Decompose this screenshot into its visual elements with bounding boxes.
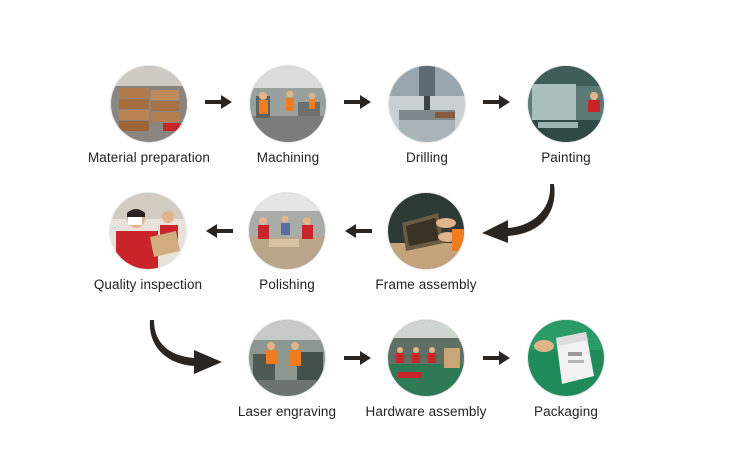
step-label: Polishing	[259, 277, 315, 292]
quality-inspection-photo	[110, 193, 186, 269]
step-hardware-assembly: Hardware assembly	[351, 320, 501, 419]
step-material-preparation: Material preparation	[74, 66, 224, 165]
arrow-right-icon	[483, 351, 510, 365]
drilling-photo	[389, 66, 465, 142]
material-preparation-photo	[111, 66, 187, 142]
step-laser-engraving: Laser engraving	[212, 320, 362, 419]
curved-arrow-down-right-icon	[149, 320, 222, 374]
laser-engraving-photo	[249, 320, 325, 396]
arrow-right-icon	[344, 351, 371, 365]
arrow-right-icon	[483, 95, 510, 109]
painting-photo	[528, 66, 604, 142]
step-label: Hardware assembly	[365, 404, 487, 419]
arrow-right-icon	[344, 95, 371, 109]
step-drilling: Drilling	[352, 66, 502, 165]
step-label: Machining	[256, 150, 320, 165]
step-label: Painting	[541, 150, 591, 165]
frame-assembly-photo	[388, 193, 464, 269]
step-label: Quality inspection	[93, 277, 203, 292]
hardware-assembly-photo	[388, 320, 464, 396]
step-polishing: Polishing	[212, 193, 362, 292]
step-packaging: Packaging	[491, 320, 641, 419]
step-label: Drilling	[405, 150, 449, 165]
step-machining: Machining	[213, 66, 363, 165]
step-label: Packaging	[534, 404, 598, 419]
step-label: Frame assembly	[375, 277, 477, 292]
step-quality-inspection: Quality inspection	[73, 193, 223, 292]
packaging-photo	[528, 320, 604, 396]
step-label: Laser engraving	[237, 404, 337, 419]
curved-arrow-down-left-icon	[482, 184, 555, 243]
arrow-right-icon	[205, 95, 232, 109]
step-frame-assembly: Frame assembly	[351, 193, 501, 292]
machining-photo	[250, 66, 326, 142]
step-label: Material preparation	[87, 150, 211, 165]
arrow-left-icon	[345, 224, 372, 238]
polishing-photo	[249, 193, 325, 269]
arrow-left-icon	[206, 224, 233, 238]
step-painting: Painting	[491, 66, 641, 165]
